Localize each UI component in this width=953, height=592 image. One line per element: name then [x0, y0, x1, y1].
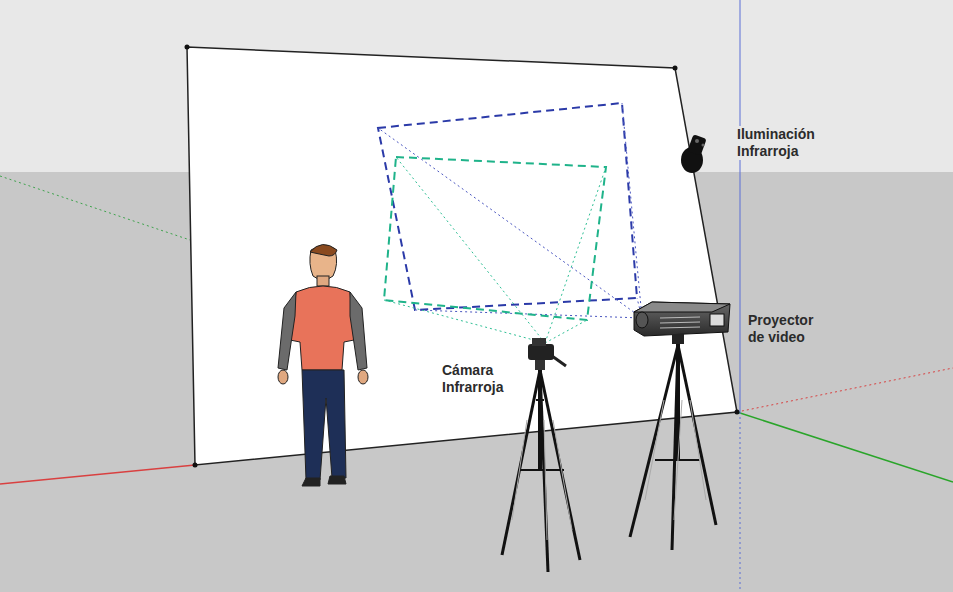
lamp-label: Iluminación Infrarroja — [735, 126, 831, 160]
screen-corners — [185, 45, 740, 468]
infrared-lamp — [681, 134, 707, 173]
camera-tripod — [502, 360, 580, 572]
camera-frustum — [384, 157, 606, 343]
person — [278, 244, 368, 486]
projection-screen — [187, 47, 737, 465]
infrared-camera — [528, 338, 566, 370]
projector-tripod — [630, 335, 716, 550]
projector-frustum — [378, 103, 642, 318]
camera-label: Cámara Infrarroja — [442, 362, 524, 396]
projector-label: Proyector de video — [748, 312, 830, 346]
video-projector — [634, 302, 730, 344]
